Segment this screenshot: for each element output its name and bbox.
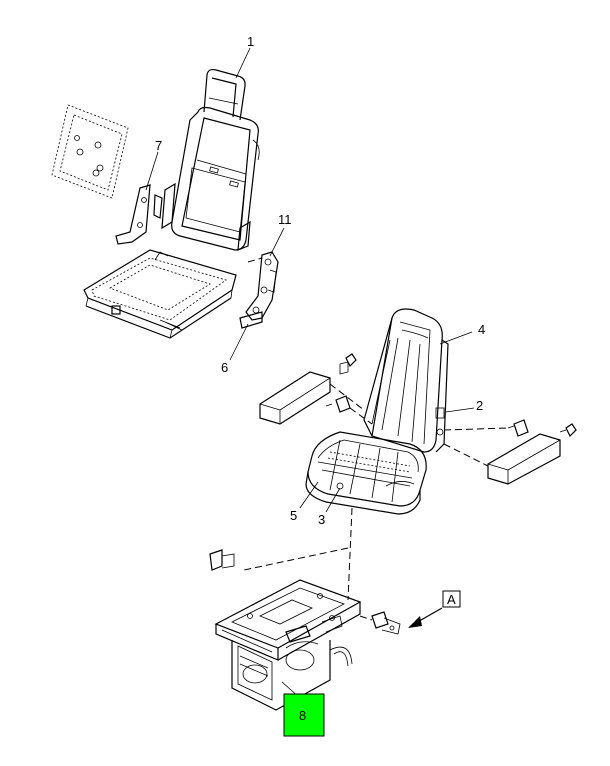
view-a-box <box>442 590 461 608</box>
callout-4: 4 <box>478 322 485 337</box>
right-hinge-bracket <box>239 251 279 329</box>
callout-8[interactable]: 8 <box>299 708 306 723</box>
right-armrest <box>443 419 577 485</box>
callout-8-highlight[interactable] <box>283 693 325 737</box>
leader-lines <box>145 47 475 699</box>
view-a-label[interactable]: A <box>447 592 456 607</box>
callout-11: 11 <box>278 212 292 227</box>
left-armrest <box>259 353 373 425</box>
callout-6: 6 <box>221 360 228 375</box>
view-a-arrow <box>408 607 443 628</box>
callout-3: 3 <box>318 512 325 527</box>
seat-suspension-base <box>209 549 401 711</box>
seat-back-frame <box>161 68 260 251</box>
left-hinge-bracket <box>115 184 163 245</box>
backrest-plate <box>51 104 129 199</box>
seat-pan-frame <box>83 249 237 339</box>
callout-7: 7 <box>155 138 162 153</box>
callout-1: 1 <box>247 34 254 49</box>
seat-assembly <box>305 308 449 515</box>
callout-2: 2 <box>476 398 483 413</box>
callout-5: 5 <box>290 508 297 523</box>
